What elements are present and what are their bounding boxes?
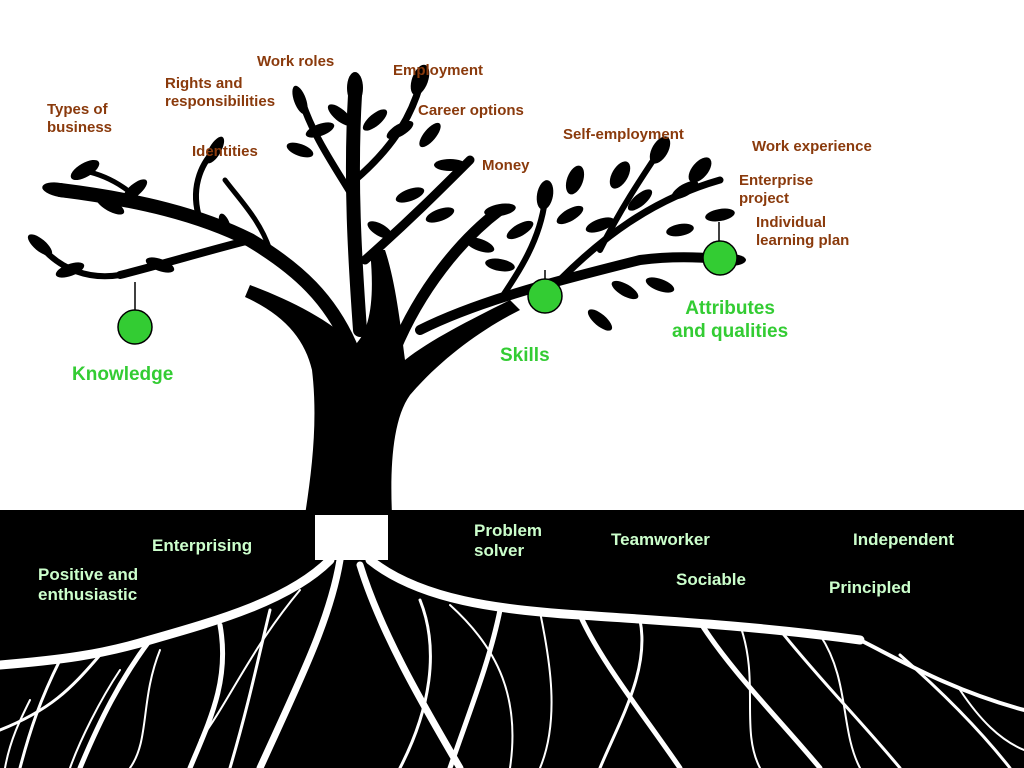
label-rights-and-responsibilities: Rights and responsibilities [165, 75, 276, 110]
label-teamworker: Teamworker [611, 530, 710, 549]
label-career-options: Career options [418, 102, 524, 119]
label-money: Money [482, 157, 530, 174]
label-employment: Employment [393, 62, 484, 79]
label-work-experience: Work experience [752, 138, 872, 155]
label-positive-and-enthusiastic: Positive and enthusiastic [38, 565, 139, 605]
label-enterprise-project: Enterprise project [739, 172, 814, 207]
tree-branches [37, 81, 735, 356]
label-enterprising: Enterprising [152, 536, 253, 555]
label-skills: Skills [500, 345, 550, 366]
label-attributes-and-qualities: Attributes and qualities [672, 298, 789, 342]
tree-trunk [245, 250, 520, 515]
fruit-knowledge [117, 309, 153, 345]
label-problem-solver: Problem solver [474, 521, 543, 561]
fruit-attributes [702, 240, 738, 276]
label-work-roles: Work roles [257, 53, 335, 70]
label-principled: Principled [829, 578, 912, 597]
fruit-skills [527, 278, 563, 314]
label-individual-learning-plan: Individual learning plan [756, 214, 850, 249]
tree-roots [0, 515, 1024, 768]
fruits [117, 222, 738, 345]
label-independent: Independent [853, 530, 955, 549]
tree-leaves [27, 64, 746, 331]
label-identities: Identities [192, 143, 258, 160]
label-sociable: Sociable [676, 570, 746, 589]
label-knowledge: Knowledge [72, 364, 174, 385]
label-self-employment: Self-employment [563, 126, 684, 143]
label-types-of-business: Types of business [47, 101, 113, 136]
